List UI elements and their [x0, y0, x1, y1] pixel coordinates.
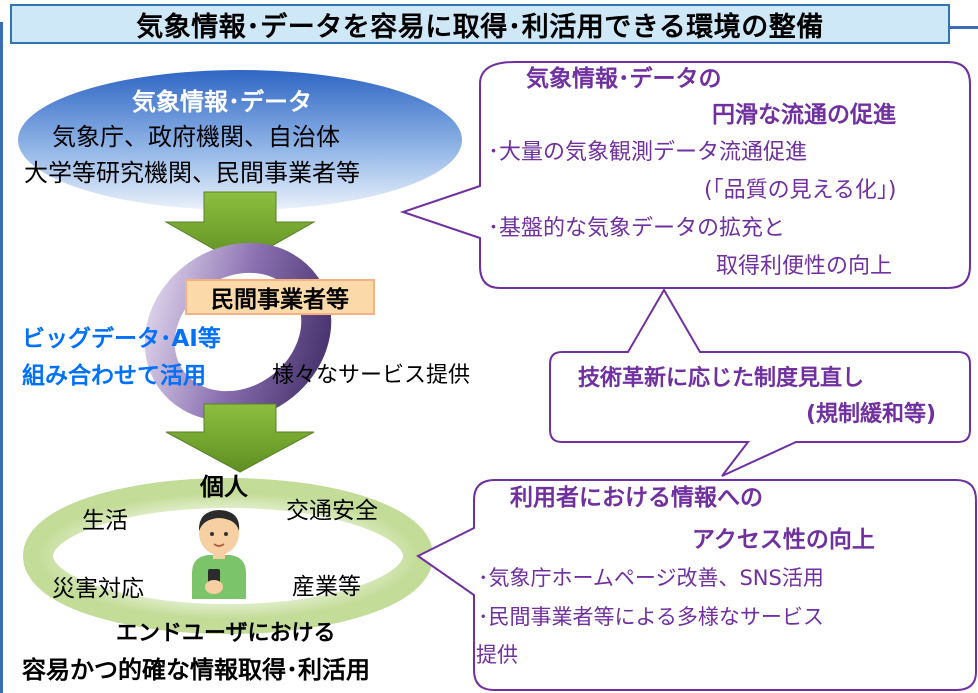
callout-bottom-heading-1: 利用者における情報への	[510, 485, 763, 511]
callout-top-bullet-1-sub: (｢品質の見える化｣)	[704, 178, 897, 203]
item-life: 生活	[82, 508, 128, 534]
callout-bottom-heading-2: アクセス性の向上	[692, 527, 875, 553]
source-line-2: 大学等研究機関、民間事業者等	[24, 159, 360, 187]
callout-top-heading-1: 気象情報･データの	[526, 66, 722, 92]
bigdata-ai-line-2: 組み合わせて活用	[22, 363, 206, 389]
callout-middle-bubble	[549, 288, 971, 477]
item-industry: 産業等	[292, 574, 361, 600]
callout-top-bullet-2: ･基盤的な気象データの拡充と	[488, 216, 786, 241]
source-ellipse	[18, 70, 462, 210]
callout-top-bullet-1: ･大量の気象観測データ流通促進	[488, 140, 808, 165]
callout-bottom-bubble	[416, 479, 977, 691]
flow-arrow-1	[164, 191, 316, 265]
services-text: 様々なサービス提供	[272, 363, 471, 388]
bigdata-ai-line-1: ビッグデータ･AI等	[22, 326, 221, 352]
individual-heading: 個人	[200, 473, 248, 501]
title-banner: 気象情報･データを容易に取得･利活用できる環境の整備	[10, 4, 950, 44]
callout-top-bubble	[399, 61, 971, 289]
person-with-smartphone-icon	[192, 510, 246, 599]
callout-bottom-bullet-2-sub: 提供	[476, 643, 518, 667]
callout-top-heading-2: 円滑な流通の促進	[712, 102, 896, 128]
page-title: 気象情報･データを容易に取得･利活用できる環境の整備	[136, 11, 824, 43]
business-label: 民間事業者等	[185, 279, 375, 315]
business-label-text: 民間事業者等	[211, 287, 349, 313]
frame-left-line	[0, 22, 3, 693]
frame-top-right-line	[950, 26, 978, 29]
item-disaster-response: 災害対応	[52, 576, 144, 602]
flow-arrow-2	[165, 403, 315, 473]
source-line-1: 気象庁、政府機関、自治体	[52, 123, 340, 151]
item-traffic-safety: 交通安全	[286, 498, 378, 524]
callout-bottom-bullet-2: ･民間事業者等による多様なサービス	[478, 605, 824, 629]
callout-top-bullet-2-sub: 取得利便性の向上	[716, 254, 893, 279]
enduser-line-1: エンドユーザにおける	[116, 621, 336, 646]
callout-middle-line-1: 技術革新に応じた制度見直し	[578, 366, 865, 391]
enduser-line-2: 容易かつ的確な情報取得･利活用	[22, 656, 370, 684]
source-heading: 気象情報･データ	[132, 88, 312, 116]
callout-bottom-bullet-1: ･気象庁ホームページ改善、SNS活用	[478, 566, 824, 590]
callout-middle-line-2: (規制緩和等)	[806, 402, 937, 427]
